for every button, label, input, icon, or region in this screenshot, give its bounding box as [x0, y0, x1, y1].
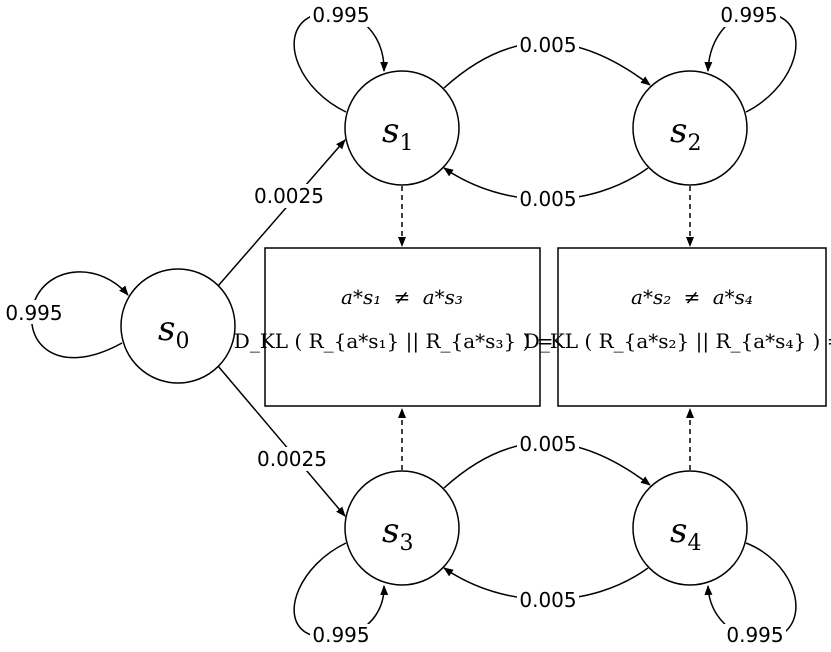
- label-self-s0: 0.995: [5, 301, 62, 325]
- label-s4-s3: 0.005: [519, 588, 576, 612]
- node-s2-label: s2: [670, 111, 701, 156]
- label-s0-s3: 0.0025: [257, 447, 327, 471]
- constraint-box-right: a*s₂ ≠ a*s₄ D_KL ( R_{a*s₂} || R_{a*s₄} …: [524, 247, 831, 407]
- constraint-right-line2: D_KL ( R_{a*s₂} || R_{a*s₄} ) = ε: [524, 329, 831, 354]
- self-loop-s2: [704, 10, 797, 113]
- node-s4: s4: [632, 470, 748, 586]
- edge-labels: 0.995 0.995 0.995 0.995 0.995 0.0025 0.0…: [3, 3, 786, 648]
- constraint-left-line1: a*s₁ ≠ a*s₃: [341, 285, 463, 309]
- constraint-left-line2: D_KL ( R_{a*s₁} || R_{a*s₃} ) = ε: [234, 329, 570, 354]
- edge-s0-s3: [217, 365, 346, 517]
- edge-s0-s1: [217, 139, 346, 287]
- node-s1: s1: [344, 70, 460, 186]
- label-self-s3: 0.995: [312, 623, 369, 647]
- label-self-s4: 0.995: [726, 623, 783, 647]
- node-s0: s0: [120, 268, 236, 384]
- node-s2: s2: [632, 70, 748, 186]
- node-s0-label: s0: [158, 309, 189, 354]
- node-s3-label: s3: [382, 511, 413, 556]
- label-s1-s2: 0.005: [519, 33, 576, 57]
- constraint-right-line1: a*s₂ ≠ a*s₄: [631, 285, 753, 309]
- node-s1-label: s1: [382, 111, 413, 156]
- node-s4-label: s4: [670, 511, 701, 556]
- node-s3: s3: [344, 470, 460, 586]
- self-loop-s3: [293, 542, 389, 640]
- self-loop-s1: [293, 10, 389, 113]
- label-s3-s4: 0.005: [519, 432, 576, 456]
- label-s2-s1: 0.005: [519, 187, 576, 211]
- label-self-s2: 0.995: [720, 3, 777, 27]
- constraint-box-left: a*s₁ ≠ a*s₃ D_KL ( R_{a*s₁} || R_{a*s₃} …: [234, 247, 570, 407]
- label-self-s1: 0.995: [312, 3, 369, 27]
- label-s0-s1: 0.0025: [254, 184, 324, 208]
